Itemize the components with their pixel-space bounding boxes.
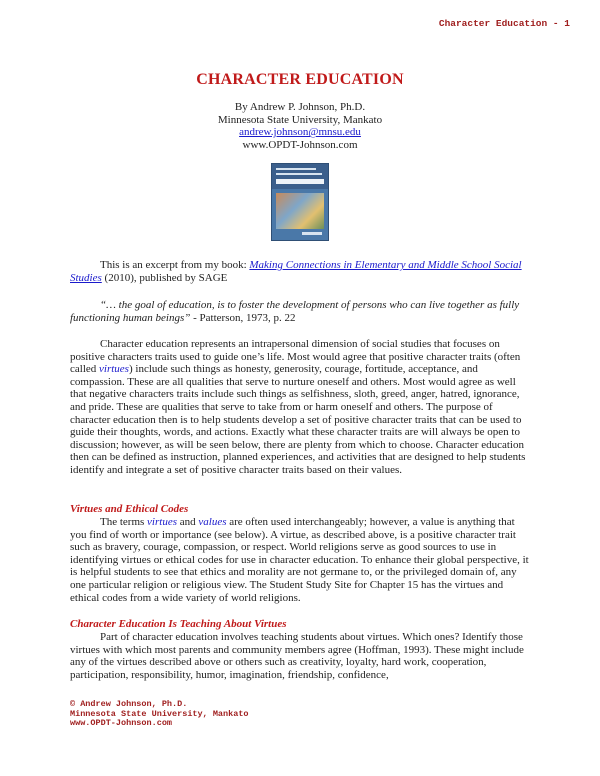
footer-affiliation: Minnesota State University, Mankato bbox=[70, 708, 249, 719]
book-cover-line-1 bbox=[276, 168, 316, 170]
paragraph-1-text-b: ) include such things as honesty, genero… bbox=[70, 363, 526, 476]
book-title-link[interactable]: Making Connections in Elementary and Mid… bbox=[70, 259, 522, 284]
book-cover-line-2 bbox=[276, 173, 322, 175]
paragraph-2: The terms virtues and values are often u… bbox=[70, 516, 532, 604]
paragraph-2-and: and bbox=[177, 516, 199, 528]
book-cover-line-3 bbox=[276, 179, 324, 184]
document-title: CHARACTER EDUCATION bbox=[196, 71, 404, 88]
author-website: www.OPDT-Johnson.com bbox=[242, 138, 358, 151]
running-header: Character Education - 1 bbox=[438, 18, 570, 29]
section-heading-teaching-virtues: Character Education Is Teaching About Vi… bbox=[70, 618, 287, 630]
paragraph-2-text-b: are often used interchangeably; however,… bbox=[70, 516, 529, 604]
footer-website: www.OPDT-Johnson.com bbox=[70, 718, 173, 729]
author-email-link[interactable]: andrew.johnson@mnsu.edu bbox=[239, 126, 361, 139]
paragraph-1: Character education represents an intrap… bbox=[70, 338, 532, 477]
intro-suffix: (2010), published by SAGE bbox=[101, 271, 228, 284]
paragraph-1-text-a: Character education represents an intrap… bbox=[70, 338, 521, 376]
book-cover-photo bbox=[276, 193, 324, 229]
page-footer: © Andrew Johnson, Ph.D. Minnesota State … bbox=[70, 699, 249, 729]
footer-copyright: © Andrew Johnson, Ph.D. bbox=[70, 699, 188, 709]
intro-prefix: This is an excerpt from my book: bbox=[100, 259, 250, 271]
book-cover-image bbox=[271, 163, 329, 241]
paragraph-2-text-a: The terms bbox=[100, 516, 148, 528]
author-affiliation: Minnesota State University, Mankato bbox=[217, 113, 383, 126]
term-values: values bbox=[198, 516, 227, 528]
epigraph-quote: “… the goal of education, is to foster t… bbox=[70, 299, 520, 324]
paragraph-3: Part of character education involves tea… bbox=[70, 631, 524, 681]
section-heading-virtues-ethical-codes: Virtues and Ethical Codes bbox=[70, 503, 189, 515]
term-virtues-2: virtues bbox=[147, 516, 177, 528]
byline: By Andrew P. Johnson, Ph.D. Minnesota St… bbox=[0, 101, 600, 151]
term-virtues: virtues bbox=[99, 363, 129, 376]
epigraph-citation: - Patterson, 1973, p. 22 bbox=[190, 311, 296, 324]
epigraph: “… the goal of education, is to foster t… bbox=[70, 299, 532, 324]
intro-paragraph: This is an excerpt from my book: Making … bbox=[70, 259, 532, 284]
author-name: By Andrew P. Johnson, Ph.D. bbox=[234, 101, 366, 113]
